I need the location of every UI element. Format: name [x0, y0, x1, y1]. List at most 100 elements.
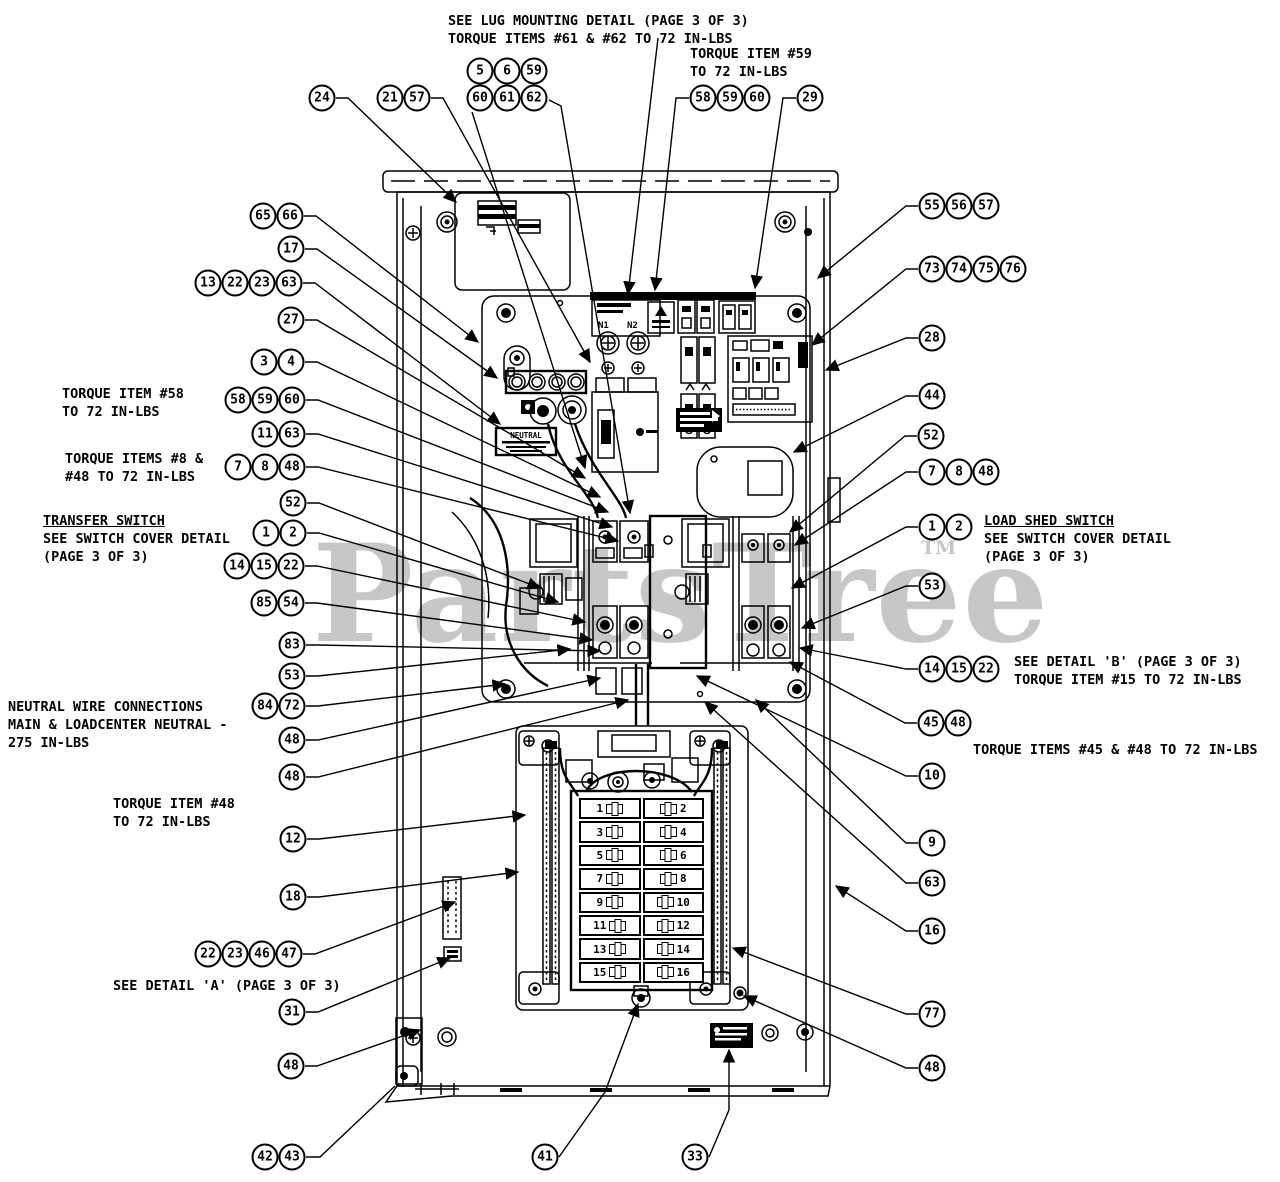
- backpanel-upper: [481, 295, 811, 703]
- callout-33: 33: [681, 1143, 709, 1171]
- accessory-terminal-strip: [442, 876, 462, 962]
- breaker-13: 13: [579, 938, 641, 960]
- breaker-handle-icon: [609, 920, 627, 931]
- callout-27: 27: [277, 306, 305, 334]
- callout-15: 15: [945, 655, 973, 683]
- callout-48: 48: [278, 726, 306, 754]
- breaker-number: 11: [593, 919, 607, 933]
- breaker-number: 6: [679, 848, 687, 862]
- callout-72: 72: [278, 692, 306, 720]
- callout-77: 77: [918, 1000, 946, 1028]
- breaker-number: 14: [676, 942, 690, 956]
- breaker-11: 11: [579, 914, 641, 937]
- callout-84: 84: [251, 692, 279, 720]
- callout-75: 75: [972, 255, 1000, 283]
- callout-10: 10: [918, 762, 946, 790]
- callout-22: 22: [194, 940, 222, 968]
- callout-63: 63: [275, 269, 303, 297]
- callout-24: 24: [308, 84, 336, 112]
- callout-62: 62: [520, 84, 548, 112]
- callout-23: 23: [248, 269, 276, 297]
- callout-60: 60: [278, 386, 306, 414]
- breaker-handle-icon: [606, 827, 624, 838]
- leader-lines: [303, 37, 918, 1158]
- main-breaker-and-controls: N1 N2: [590, 292, 813, 473]
- callout-16: 16: [918, 917, 946, 945]
- breaker-5: 5: [579, 844, 641, 867]
- breaker-handle-icon: [609, 944, 627, 955]
- callout-7: 7: [918, 458, 946, 486]
- callout-61: 61: [493, 84, 521, 112]
- breaker-9: 9: [579, 891, 641, 913]
- callout-59: 59: [716, 84, 744, 112]
- breaker-handle-icon: [656, 920, 674, 931]
- callout-56: 56: [945, 192, 973, 220]
- breaker-number: 1: [596, 802, 604, 816]
- id-label-plate: [454, 192, 571, 291]
- breaker-number: 2: [679, 802, 687, 816]
- callout-48: 48: [278, 453, 306, 481]
- callout-4: 4: [277, 348, 305, 376]
- callout-15: 15: [250, 552, 278, 580]
- breaker-number: 9: [596, 895, 604, 909]
- callout-44: 44: [918, 382, 946, 410]
- callout-22: 22: [221, 269, 249, 297]
- callout-17: 17: [277, 235, 305, 263]
- controller-module: [696, 446, 794, 518]
- annotation-see-detail-b: SEE DETAIL 'B' (PAGE 3 OF 3)TORQUE ITEM …: [1014, 654, 1242, 688]
- breaker-4: 4: [642, 821, 704, 843]
- breaker-handle-icon: [659, 850, 677, 861]
- callout-2: 2: [279, 519, 307, 547]
- callout-13: 13: [194, 269, 222, 297]
- annotation-torque-items-8-48: TORQUE ITEMS #8 &#48 TO 72 IN-LBS: [65, 451, 204, 485]
- callout-52: 52: [279, 489, 307, 517]
- callout-53: 53: [278, 662, 306, 690]
- callout-63: 63: [918, 869, 946, 897]
- callout-12: 12: [279, 825, 307, 853]
- breaker-row: 11 12: [578, 914, 705, 937]
- callout-45: 45: [917, 709, 945, 737]
- warning-label: [647, 301, 675, 334]
- breaker-14: 14: [642, 938, 704, 960]
- center-plate: [644, 514, 712, 670]
- callout-54: 54: [277, 589, 305, 617]
- callout-65: 65: [249, 202, 277, 230]
- breaker-10: 10: [642, 891, 704, 913]
- callout-1: 1: [918, 513, 946, 541]
- neutral-label-plate: [494, 426, 558, 457]
- callout-14: 14: [918, 655, 946, 683]
- callout-53: 53: [918, 572, 946, 600]
- callout-55: 55: [918, 192, 946, 220]
- callout-11: 11: [251, 420, 279, 448]
- breaker-number: 16: [676, 965, 690, 979]
- callout-43: 43: [278, 1143, 306, 1171]
- annotation-see-detail-a: SEE DETAIL 'A' (PAGE 3 OF 3): [113, 978, 341, 994]
- callout-42: 42: [251, 1143, 279, 1171]
- callout-7: 7: [224, 453, 252, 481]
- breaker-1: 1: [579, 798, 641, 820]
- callout-76: 76: [999, 255, 1027, 283]
- breaker-handle-icon: [656, 967, 674, 978]
- callout-48: 48: [277, 1052, 305, 1080]
- callout-3: 3: [250, 348, 278, 376]
- breaker-handle-icon: [656, 897, 674, 908]
- breaker-number: 7: [596, 872, 604, 886]
- breaker-number: 4: [679, 825, 687, 839]
- callout-14: 14: [223, 552, 251, 580]
- callout-41: 41: [531, 1143, 559, 1171]
- n1-label: N1: [598, 321, 609, 331]
- breaker-15: 15: [579, 961, 641, 984]
- callout-22: 22: [277, 552, 305, 580]
- breaker-handle-icon: [609, 967, 627, 978]
- breaker-handle-icon: [606, 873, 624, 884]
- breaker-12: 12: [642, 914, 704, 937]
